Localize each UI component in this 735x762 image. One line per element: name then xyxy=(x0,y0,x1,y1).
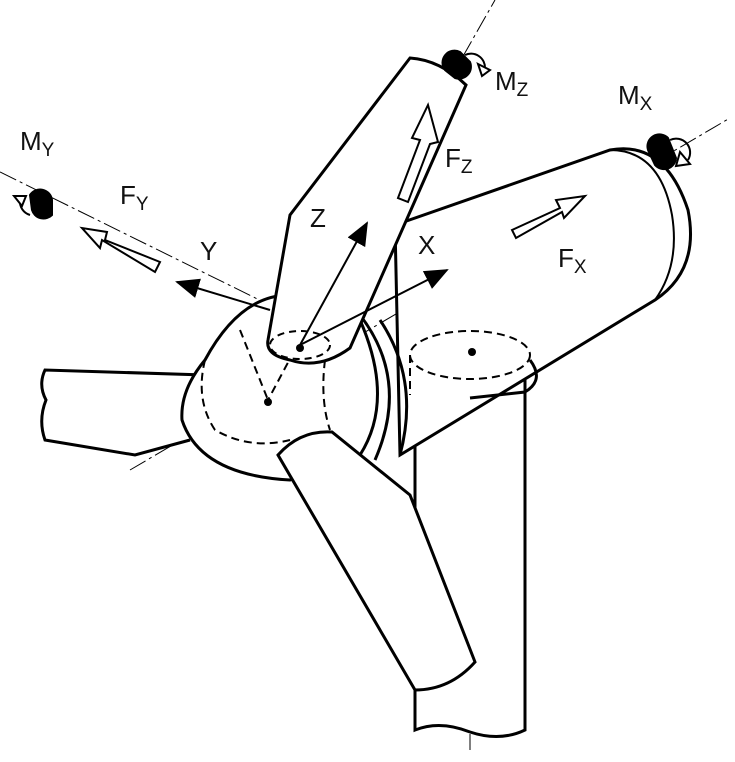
label-x: X xyxy=(418,230,436,260)
yaw-bearing xyxy=(409,330,531,395)
blade-bottom xyxy=(276,430,477,692)
force-arrows xyxy=(79,102,588,274)
fz-arrow xyxy=(396,102,440,204)
label-mx: MX xyxy=(618,80,653,115)
coordinate-axes xyxy=(175,221,449,346)
label-z: Z xyxy=(310,203,326,233)
label-my: MY xyxy=(20,126,55,161)
label-fy: FY xyxy=(120,180,149,215)
label-fx: FX xyxy=(558,243,587,278)
my-moment-icon xyxy=(11,188,53,220)
blade-left xyxy=(40,368,206,457)
y-axis-line xyxy=(0,171,301,321)
hub-hidden-lines xyxy=(200,329,331,445)
x-axis-arrow xyxy=(299,269,449,346)
mx-moment-icon xyxy=(646,133,692,171)
moment-symbols xyxy=(11,49,692,220)
fx-arrow xyxy=(510,194,588,240)
label-fz: FZ xyxy=(445,143,473,178)
mz-moment-icon xyxy=(441,49,492,80)
fy-arrow xyxy=(79,226,162,274)
label-mz: MZ xyxy=(495,66,529,101)
y-axis-arrow xyxy=(175,278,271,311)
label-y: Y xyxy=(200,236,218,266)
z-axis-arrow xyxy=(299,221,368,346)
